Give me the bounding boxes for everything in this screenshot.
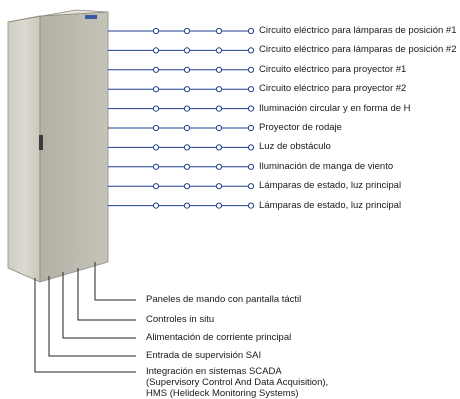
output-node [183,183,191,190]
output-node [183,47,191,54]
input-lines [34,262,136,373]
output-node [183,163,191,170]
output-label: Lámparas de estado, luz principal [259,180,402,192]
output-node [215,66,223,73]
output-node [215,27,223,35]
output-node [215,105,223,112]
output-node [152,202,160,209]
output-node [152,27,160,35]
input-line [48,276,136,357]
output-node [183,86,191,93]
output-node [183,105,191,112]
output-label: Luz de obstáculo [259,141,331,153]
output-node [152,124,160,132]
input-label: Entrada de supervisión SAI [146,350,262,361]
output-label: Circuito eléctrico para proyector #1 [259,63,407,75]
output-node [215,144,223,151]
input-line [77,268,136,321]
output-node [215,202,223,209]
output-node [215,86,223,93]
output-node [152,66,160,73]
output-label: Circuito eléctrico para proyector #2 [259,83,407,95]
input-label: Paneles de mando con pantalla táctil [146,294,302,305]
output-node [152,183,160,190]
output-label: Circuito eléctrico para lámparas de posi… [259,44,457,56]
output-node [247,47,255,54]
cabinet-door-handle [39,135,43,150]
output-node [152,163,160,170]
cabinet-side-panel [39,11,109,283]
input-label-line: HMS (Helideck Monitoring Systems) [146,388,299,399]
output-node [247,105,255,112]
input-label: Alimentación de corriente principal [146,332,292,343]
output-label: Lámparas de estado, luz principal [259,199,402,211]
output-node [183,27,191,35]
cabinet-front-panel [7,15,41,283]
output-label: Circuito eléctrico para lámparas de posi… [259,25,457,36]
cabinet-badge [85,15,97,19]
output-label: Iluminación circular y en forma de H [259,102,411,114]
output-node [183,66,191,73]
output-node [152,105,160,112]
output-node [247,163,255,170]
output-node [215,124,223,132]
cabinet-top [7,9,109,23]
output-node [215,163,223,170]
input-line [62,272,136,339]
output-node [152,47,160,54]
input-label-line: Integración en sistemas SCADA [146,366,282,377]
output-label: Iluminación de manga de viento [259,160,394,172]
input-label: Controles in situ [146,314,215,325]
output-lines [108,27,255,209]
control-cabinet [7,9,109,283]
output-node [247,27,255,35]
input-label: Integración en sistemas SCADA(Supervisor… [146,366,328,399]
output-node [152,144,160,151]
output-node [247,144,255,151]
output-node [215,183,223,190]
output-node [183,144,191,151]
output-node [183,124,191,132]
output-label: Proyector de rodaje [259,122,342,133]
output-node [152,86,160,93]
output-node [183,202,191,209]
output-node [247,124,255,132]
output-node [247,86,255,93]
output-node [247,202,255,209]
output-node [215,47,223,54]
input-label-line: (Supervisory Control And Data Acquisitio… [146,377,329,388]
output-node [247,66,255,73]
output-node [247,183,255,190]
input-line [94,262,136,301]
input-line [34,278,136,373]
